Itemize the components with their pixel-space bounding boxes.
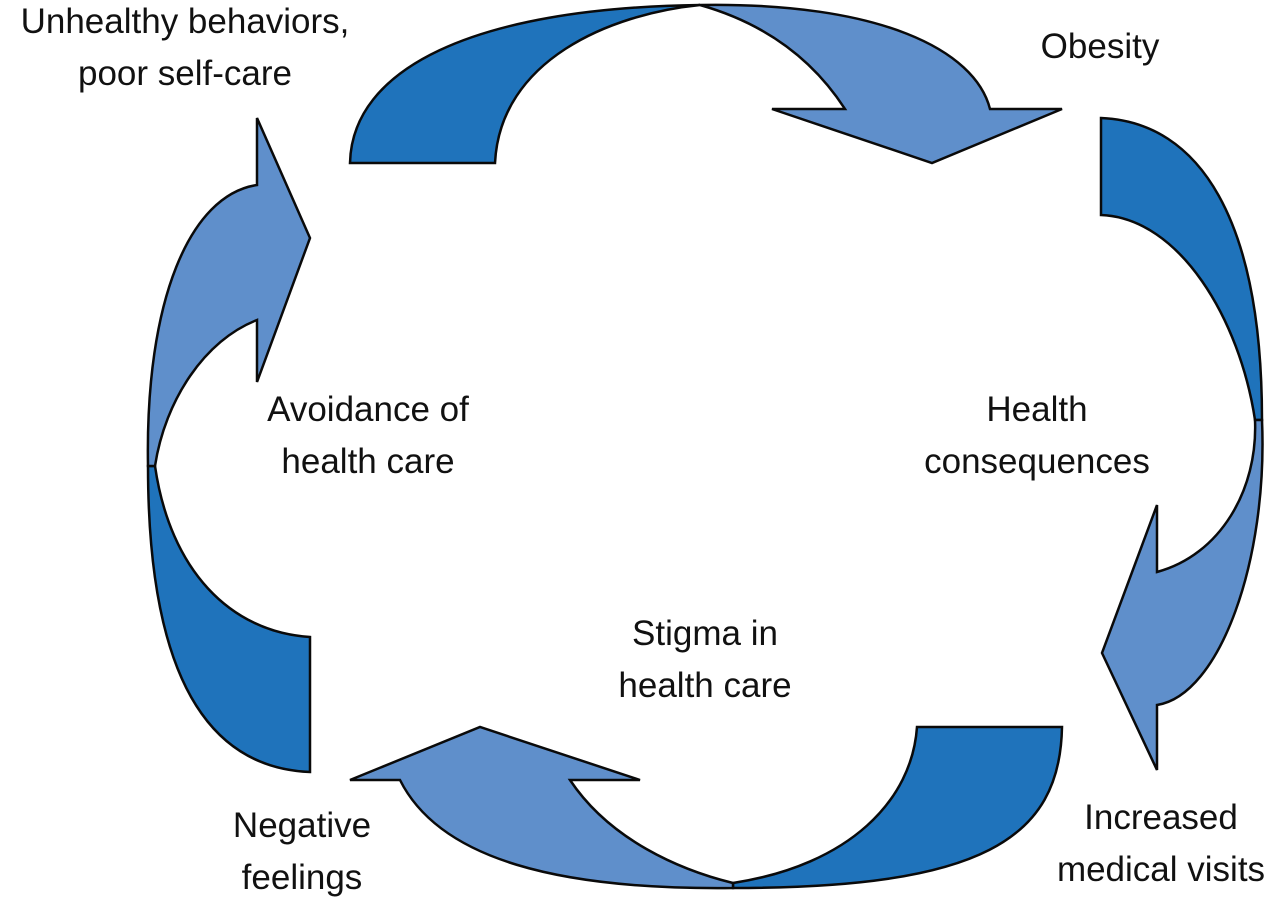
node-text: Avoidance of xyxy=(267,390,469,429)
node-text: feelings xyxy=(241,858,363,897)
node-text: Stigma in xyxy=(632,614,778,653)
arrow-bottom-head xyxy=(349,725,735,890)
node-obesity: Obesity xyxy=(1020,21,1180,73)
arrow-bottom xyxy=(349,725,1064,890)
node-avoidance-of-health-care: Avoidance of health care xyxy=(240,384,496,488)
node-stigma-in-health-care: Stigma in health care xyxy=(590,608,820,712)
node-text: health care xyxy=(618,666,792,705)
arrow-top xyxy=(348,3,1063,165)
arrow-left-tail xyxy=(146,464,312,774)
node-text: Health xyxy=(986,390,1088,429)
node-health-consequences: Health consequences xyxy=(890,384,1184,488)
node-text: health care xyxy=(281,442,455,481)
node-text: medical visits xyxy=(1056,850,1266,889)
arrow-left xyxy=(146,117,312,774)
node-text: consequences xyxy=(924,442,1150,481)
node-text: Obesity xyxy=(1040,27,1160,66)
node-unhealthy-behaviors: Unhealthy behaviors, poor self-care xyxy=(0,0,378,100)
arrow-top-head xyxy=(699,3,1063,165)
arrow-right-tail xyxy=(1099,116,1264,422)
node-negative-feelings: Negative feelings xyxy=(200,800,404,904)
arrow-right-head xyxy=(1100,418,1264,771)
node-increased-medical-visits: Increased medical visits xyxy=(1030,792,1280,896)
node-text: Negative xyxy=(232,806,372,845)
arrow-top-tail xyxy=(348,3,701,165)
node-text: Increased xyxy=(1084,798,1238,837)
arrow-right xyxy=(1099,116,1264,771)
node-text: Unhealthy behaviors, xyxy=(20,2,350,41)
node-text: poor self-care xyxy=(78,54,292,93)
arrow-bottom-tail xyxy=(731,725,1064,890)
arrow-left-head xyxy=(146,117,312,468)
